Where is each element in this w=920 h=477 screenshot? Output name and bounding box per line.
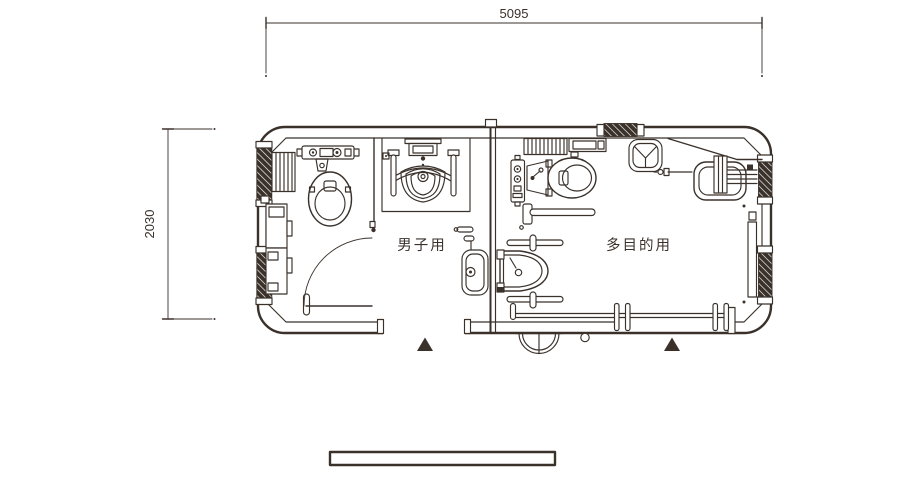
wall-flush-unit [296,145,360,172]
mens-urinal [392,156,454,203]
floor-socket [580,332,590,343]
wall-hatch [256,147,273,201]
left-dimension: 2030 [142,128,216,320]
mens-room: 男子用 [260,137,489,351]
control-panel [510,154,526,207]
door-jamb [463,318,472,335]
sliding-door-track [509,302,730,332]
wall-grille [271,151,296,193]
height-dimension-label: 2030 [142,210,157,239]
urinal-flush-tank [404,138,442,157]
entrance-arrow [417,337,433,351]
corner-counter [667,137,763,161]
wall-panel [742,204,758,304]
wash-basin [496,234,564,309]
mens-toilet [307,171,353,227]
multipurpose-room: 多目的用 [496,137,763,355]
door-jamb [302,293,311,316]
door-swing-arc [303,237,373,307]
mens-room-label: 男子用 [397,237,447,254]
entrance-arrow [664,337,680,351]
corner-basin [628,138,663,173]
service-cabinet [260,195,293,295]
toilet-grab-bar [519,203,596,230]
counter-faucet [653,167,693,177]
swing-door [302,237,373,316]
wall-hatch [603,123,638,137]
scale-bar [328,450,557,467]
door-closer [514,332,590,355]
faucet-lever [509,257,517,269]
dispenser-box [568,137,607,158]
urinal-recess [381,137,471,213]
door-jamb [376,318,385,335]
inner-wall [265,137,763,323]
width-dimension-label: 5095 [500,6,529,21]
accessible-toilet [526,157,597,199]
urinal-grab-bars [382,149,460,197]
top-dimension: 5095 [265,6,763,77]
multipurpose-room-label: 多目的用 [606,237,672,254]
wall-hung-urinal [453,226,489,296]
partition-cap [484,118,498,128]
wall-hatch [758,252,773,298]
outer-wall [256,125,773,335]
stall-partition [369,137,376,233]
ventilation-grille [523,137,568,156]
fold-down-unit [693,155,758,201]
wall-hatch [758,161,773,198]
